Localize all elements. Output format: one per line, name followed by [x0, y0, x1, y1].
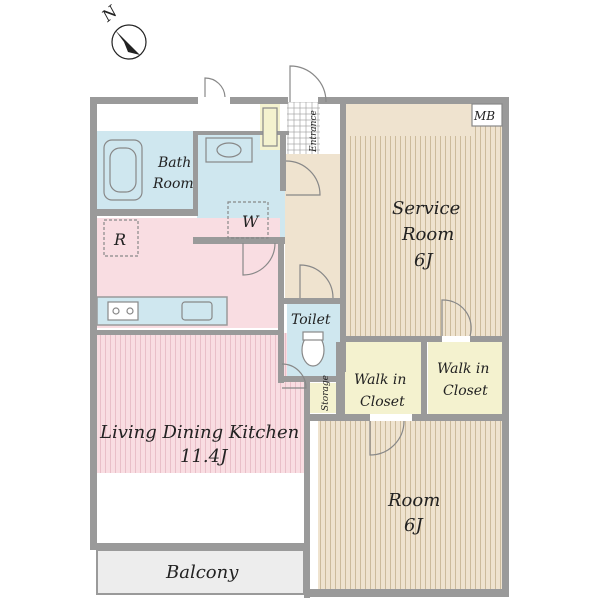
balcony-label: Balcony [165, 562, 239, 583]
closet1-label-line1: Walk in [354, 372, 406, 388]
doors [204, 65, 472, 456]
fixtures [103, 107, 325, 367]
room-floor [318, 421, 502, 591]
mb-label: MB [473, 109, 495, 123]
service-room-shelf [346, 104, 472, 136]
room-size-label: 6J [404, 515, 424, 536]
ldk-label-name: Living Dining Kitchen [99, 422, 299, 443]
stove [107, 301, 139, 321]
closet2-label-line1: Walk in [437, 361, 489, 377]
ldk-size-label: 11.4J [180, 446, 229, 467]
ldk-floor [97, 333, 304, 473]
kitchen-sink [181, 301, 213, 321]
entrance-floor [287, 102, 320, 154]
wash-basin [205, 137, 253, 163]
service-label-line1: Service [392, 198, 460, 219]
entrance-label: Entrance [309, 110, 319, 153]
closet1-floor [345, 342, 421, 414]
washer-space [227, 201, 269, 239]
labels: Bath Room W R Entrance MB Toilet Service… [99, 109, 495, 583]
toilet-label: Toilet [291, 312, 331, 328]
floors [96, 102, 502, 595]
service-label-line2: Room [401, 224, 454, 245]
compass-north-label: N [97, 1, 121, 26]
service-room-floor [346, 104, 502, 336]
closet1-label-line2: Closet [360, 394, 405, 410]
bath-label-line1: Bath [157, 155, 191, 171]
washer-label: W [242, 212, 260, 231]
service-size-label: 6J [414, 250, 434, 271]
storage-floor [308, 383, 336, 413]
refrigerator-label: R [113, 230, 126, 249]
compass: N [97, 1, 147, 60]
bath-label-line2: Room [152, 176, 194, 192]
mb-box [471, 103, 503, 127]
closet2-floor [428, 342, 502, 414]
compass-arrow-icon [115, 30, 140, 55]
refrigerator-space [103, 219, 139, 257]
compass-circle [111, 24, 147, 60]
room-label: Room [387, 490, 440, 511]
hallway-floor [285, 154, 342, 304]
storage-label: Storage [321, 375, 331, 411]
closet2-label-line2: Closet [443, 383, 488, 399]
bathtub [103, 139, 143, 201]
